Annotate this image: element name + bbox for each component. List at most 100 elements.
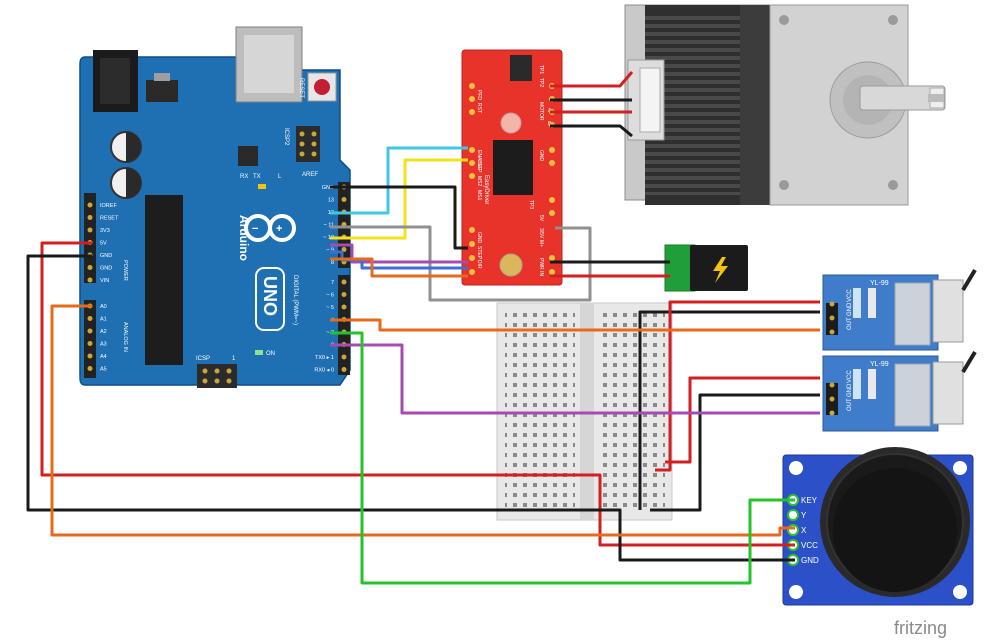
lightning-icon (713, 257, 728, 283)
arduino-power-pin (87, 227, 93, 233)
driver-pin-label: MOTOR (538, 102, 544, 121)
switch-pin-label: VCC (847, 289, 853, 302)
arduino-digital-pin (341, 367, 347, 372)
arduino-power-pin (87, 202, 93, 208)
switch-pin (829, 410, 835, 416)
joystick-pin-label: KEY (801, 496, 818, 505)
aref-label: AREF (302, 172, 318, 178)
arduino-analog-pin (87, 353, 93, 359)
digital-pin-label: ~ 10 (323, 235, 334, 241)
arduino-logo: − + (244, 214, 296, 242)
arduino-power-pin (87, 265, 93, 270)
wires (26, 71, 820, 585)
joystick-pin-label: VCC (801, 541, 818, 550)
model-label: UNO (260, 276, 280, 316)
wire-switch2-black (650, 393, 820, 512)
driver-pin-label: MS2 (476, 176, 482, 187)
arduino-digital-pin (341, 197, 347, 202)
wire-switch1-black (638, 310, 820, 510)
driver-pin-label: SLP (476, 163, 482, 173)
joystick-module: KEY YX VCC GND (782, 447, 974, 606)
arduino-power-pin (87, 215, 93, 220)
analog-header (84, 300, 96, 378)
digital-pin-label: RX0 ◂ 0 (314, 368, 334, 374)
brand-label: Arduino (237, 215, 251, 261)
arduino-uno-board: RESET ICSP2 TX RX L − + Arduino UNO DIGI… (79, 26, 351, 388)
switch-pin-label: GND (847, 383, 853, 397)
led-l-label: L (278, 174, 282, 180)
wire-orange-switch (330, 318, 820, 332)
driver-pin-label: 3/5V (538, 228, 544, 239)
arduino-digital-pin (341, 304, 347, 310)
power-pin-label: IOREF (100, 203, 117, 209)
joystick-pin-label: GND (801, 556, 819, 565)
arduino-digital-pin (341, 292, 347, 297)
switch2-model: YL-99 (870, 361, 889, 368)
power-pin-label: 3V3 (100, 228, 110, 234)
svg-text:+: + (276, 223, 282, 235)
analog-pin-label: A0 (100, 304, 107, 310)
driver-pin-label: GND (476, 232, 482, 244)
driver-pin-label: MS1 (476, 190, 482, 201)
reset-label: RESET (298, 78, 304, 98)
icsp-label: ICSP (196, 356, 210, 362)
digital-pin-label: 13 (328, 198, 334, 204)
arduino-power-pin (87, 277, 93, 283)
driver-pin-label: TP1 (538, 65, 544, 74)
digital-pin-label: ~ 5 (326, 305, 334, 311)
power-pin-label: 5V (100, 241, 107, 247)
analog-pin-label: A1 (100, 317, 107, 323)
driver-name: EasyDriver (483, 175, 489, 204)
switch-pin-label: OUT (847, 317, 853, 330)
driver-pin-label: TP2 (538, 78, 544, 87)
wire-cyan (330, 146, 468, 215)
switch-pin (829, 329, 835, 335)
arduino-analog-pin (87, 341, 93, 346)
analog-pin-label: A2 (100, 329, 107, 335)
icsp2-label: ICSP2 (283, 128, 289, 146)
switch-pin (829, 301, 835, 307)
svg-text:−: − (252, 223, 258, 235)
joystick-pin (787, 509, 799, 521)
driver-pin-label: 5V (538, 215, 544, 222)
arduino-analog-pin (87, 366, 93, 371)
wire-switch2-red (665, 376, 820, 464)
digital-pin-label: 7 (331, 280, 334, 286)
wire-switch1-red (655, 300, 820, 472)
arduino-analog-pin (87, 328, 93, 334)
easydriver-board: EasyDriver MOTORPFDRSTENABLESLPMS2MS1GND… (461, 49, 563, 286)
driver-pin-label: PWR IN (538, 258, 544, 276)
switch-pin-label: GND (847, 302, 853, 316)
on-label: ON (266, 351, 275, 357)
driver-chip (493, 140, 533, 195)
joystick-knob[interactable] (833, 468, 957, 592)
wire-green (330, 331, 795, 585)
switch-pin (829, 382, 835, 388)
wire-purple-switch (330, 343, 820, 415)
wire-orange-short (330, 257, 468, 278)
joystick-pin-label: X (801, 526, 807, 535)
analog-pin-label: A3 (100, 342, 107, 348)
wire-orange-a0 (50, 304, 795, 537)
power-pin-label: GND (100, 253, 112, 259)
digital-pin-label: TX0 ▸ 1 (315, 355, 334, 361)
arduino-digital-pin (341, 354, 347, 360)
switch1-model: YL-99 (870, 280, 889, 287)
analog-label: ANALOG IN (122, 322, 128, 352)
power-header (84, 193, 96, 283)
power-pin-label: VIN (100, 278, 109, 284)
wire-purple-short (330, 243, 468, 264)
led-rx-label: RX (240, 174, 248, 180)
stepper-motor (624, 4, 946, 206)
joystick-pin-label: Y (801, 511, 807, 520)
icsp-header: ICSP 1 (196, 356, 237, 388)
led-tx-label: TX (253, 174, 261, 180)
digital-header-bottom (338, 275, 350, 375)
driver-pin-label: RST (476, 103, 482, 113)
wire-red-5v (40, 241, 795, 547)
arduino-analog-pin (87, 316, 93, 321)
icsp2-header: ICSP2 (283, 126, 320, 162)
switch-pin (829, 315, 835, 321)
